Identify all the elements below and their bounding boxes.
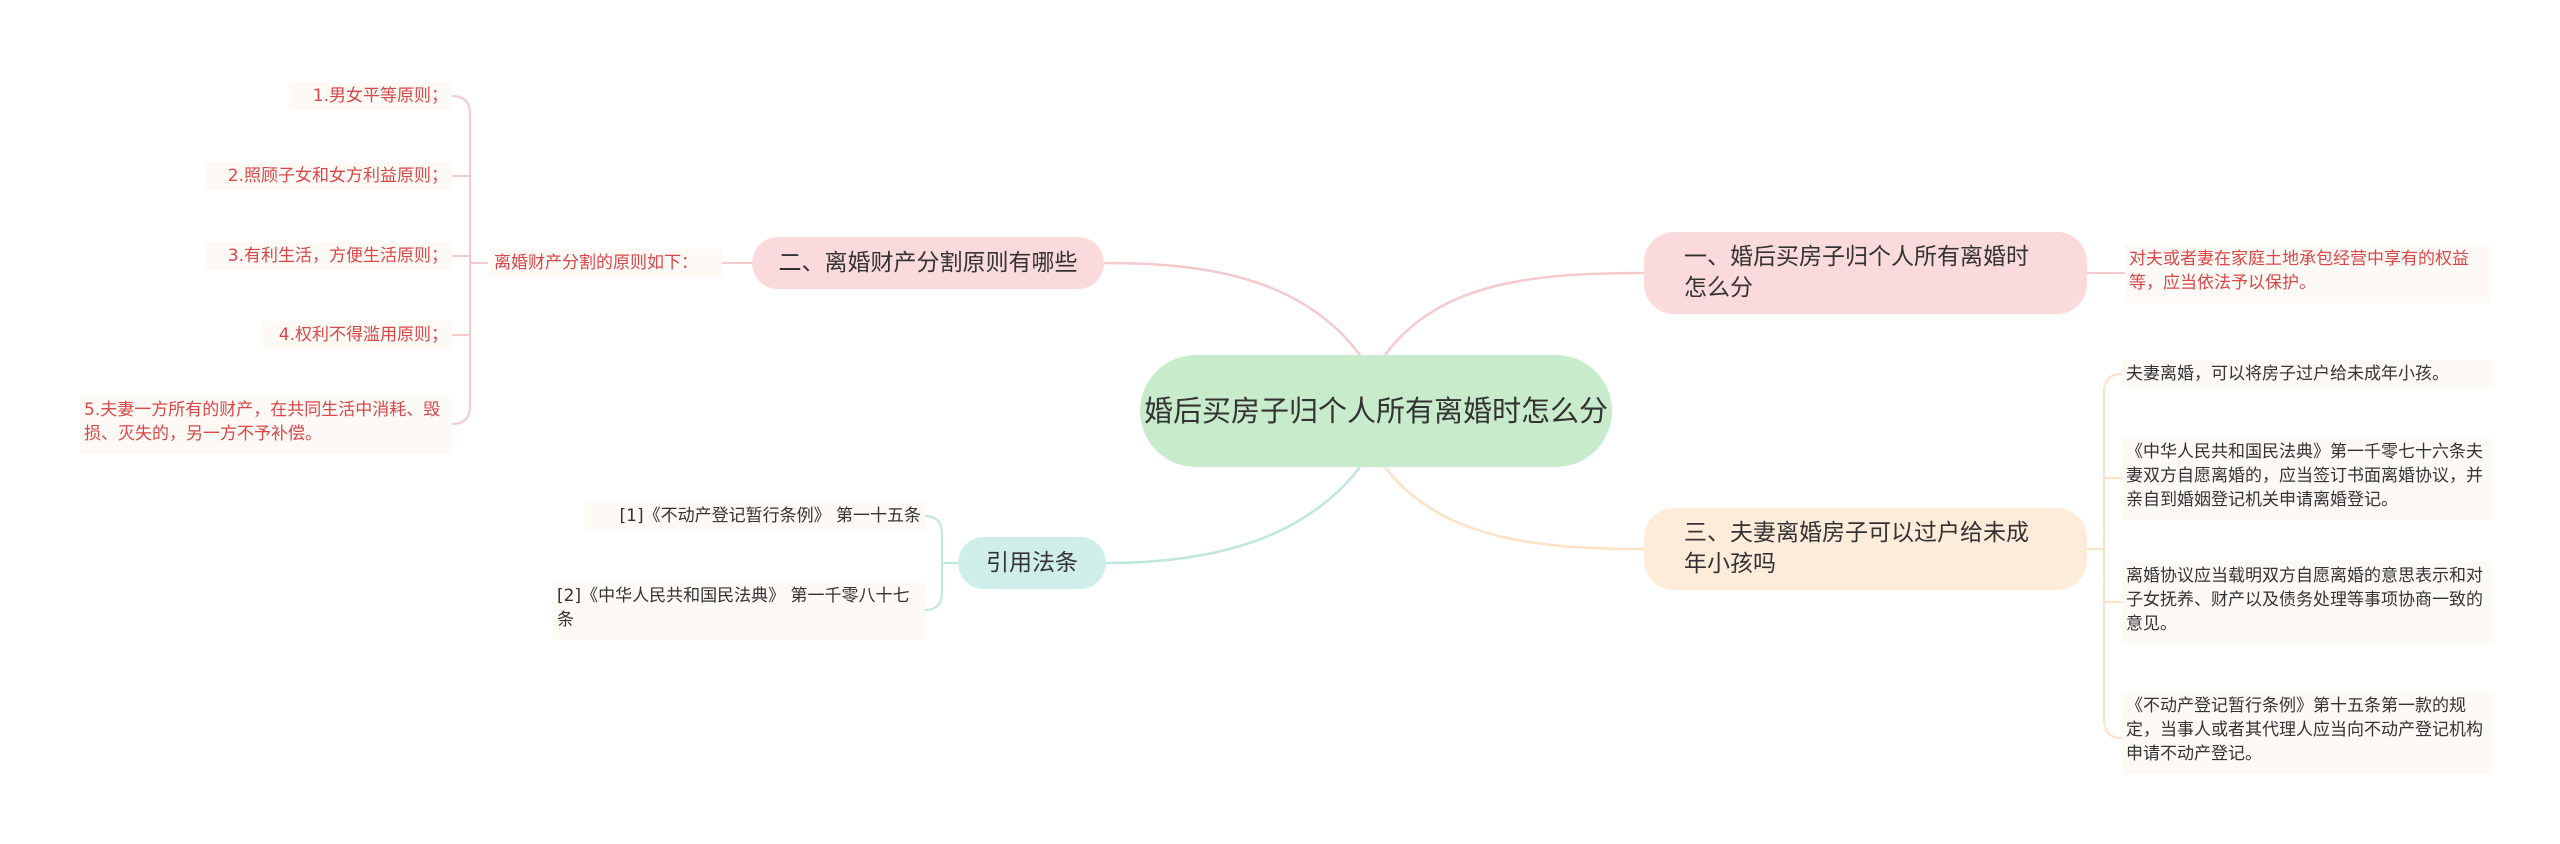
leaf-left1-item-4-text: 4.权利不得滥用原则； [278, 325, 448, 345]
topic-left2-title: 引用法条 [986, 549, 1078, 576]
leaf-left1-item-2[interactable]: 2.照顾子女和女方利益原则； [205, 162, 452, 190]
bracket-right3-items [2103, 373, 2123, 739]
leaf-left1-item-2-text: 2.照顾子女和女方利益原则； [227, 166, 448, 186]
leaf-left1-item-3-text: 3.有利生活，方便生活原则； [227, 246, 448, 266]
connector-root-left1 [1103, 261, 1361, 356]
leaf-left1-intro-text: 离婚财产分割的原则如下： [494, 253, 698, 273]
leaf-right3-item-2-text: 《中华人民共和国民法典》第一千零七十六条夫妻双方自愿离婚的，应当签订书面离婚协议… [2126, 442, 2483, 510]
root-topic[interactable]: 婚后买房子归个人所有离婚时怎么分 [1140, 355, 1612, 467]
root-title: 婚后买房子归个人所有离婚时怎么分 [1143, 394, 1608, 428]
topic-left1[interactable]: 二、离婚财产分割原则有哪些 [752, 237, 1104, 289]
leaf-right3-item-2[interactable]: 《中华人民共和国民法典》第一千零七十六条夫妻双方自愿离婚的，应当签订书面离婚协议… [2122, 438, 2492, 520]
leaf-right1[interactable]: 对夫或者妻在家庭土地承包经营中享有的权益等，应当依法予以保护。 [2125, 245, 2490, 303]
leaf-left1-item-1[interactable]: 1.男女平等原则； [290, 82, 452, 110]
connector-root-right3 [1384, 466, 1645, 551]
topic-right3-title: 三、夫妻离婚房子可以过户给未成年小孩吗 [1684, 520, 2029, 577]
leaf-left1-item-5[interactable]: 5.夫妻一方所有的财产，在共同生活中消耗、毁损、灭失的，另一方不予补偿。 [80, 396, 452, 454]
leaf-left1-intro[interactable]: 离婚财产分割的原则如下： [490, 249, 722, 277]
leaf-left2-item-1-text: [1]《不动产登记暂行条例》 第一十五条 [619, 506, 921, 526]
leaf-right3-item-1-text: 夫妻离婚，可以将房子过户给未成年小孩。 [2126, 364, 2449, 384]
bracket-left2-items [924, 515, 943, 611]
bracket-left1-items [451, 95, 471, 425]
topic-left1-title: 二、离婚财产分割原则有哪些 [778, 249, 1078, 276]
leaf-right3-item-4[interactable]: 《不动产登记暂行条例》第十五条第一款的规定，当事人或者其代理人应当向不动产登记机… [2122, 692, 2492, 774]
connector-root-right1 [1383, 271, 1645, 356]
leaf-left1-item-5-text: 5.夫妻一方所有的财产，在共同生活中消耗、毁损、灭失的，另一方不予补偿。 [84, 400, 441, 444]
leaf-left2-item-1[interactable]: [1]《不动产登记暂行条例》 第一十五条 [585, 502, 925, 530]
connector-root-left2 [1105, 466, 1361, 565]
leaf-right3-item-4-text: 《不动产登记暂行条例》第十五条第一款的规定，当事人或者其代理人应当向不动产登记机… [2126, 696, 2483, 764]
leaf-left1-item-1-text: 1.男女平等原则； [312, 86, 448, 106]
topic-right1[interactable]: 一、婚后买房子归个人所有离婚时怎么分 [1644, 232, 2087, 314]
topic-right3[interactable]: 三、夫妻离婚房子可以过户给未成年小孩吗 [1644, 508, 2087, 590]
leaf-left2-item-2[interactable]: [2]《中华人民共和国民法典》 第一千零八十七条 [553, 582, 925, 640]
topic-left2[interactable]: 引用法条 [958, 537, 1106, 589]
topic-right1-title: 一、婚后买房子归个人所有离婚时怎么分 [1684, 244, 2029, 301]
leaf-left1-item-4[interactable]: 4.权利不得滥用原则； [262, 321, 452, 349]
leaf-left1-item-3[interactable]: 3.有利生活，方便生活原则； [205, 242, 452, 270]
leaf-right3-item-3-text: 离婚协议应当载明双方自愿离婚的意思表示和对子女抚养、财产以及债务处理等事项协商一… [2126, 566, 2483, 634]
leaf-right3-item-1[interactable]: 夫妻离婚，可以将房子过户给未成年小孩。 [2122, 360, 2492, 388]
leaf-right3-item-3[interactable]: 离婚协议应当载明双方自愿离婚的意思表示和对子女抚养、财产以及债务处理等事项协商一… [2122, 562, 2492, 644]
leaf-right1-text: 对夫或者妻在家庭土地承包经营中享有的权益等，应当依法予以保护。 [2129, 249, 2469, 293]
leaf-left2-item-2-text: [2]《中华人民共和国民法典》 第一千零八十七条 [557, 586, 910, 630]
